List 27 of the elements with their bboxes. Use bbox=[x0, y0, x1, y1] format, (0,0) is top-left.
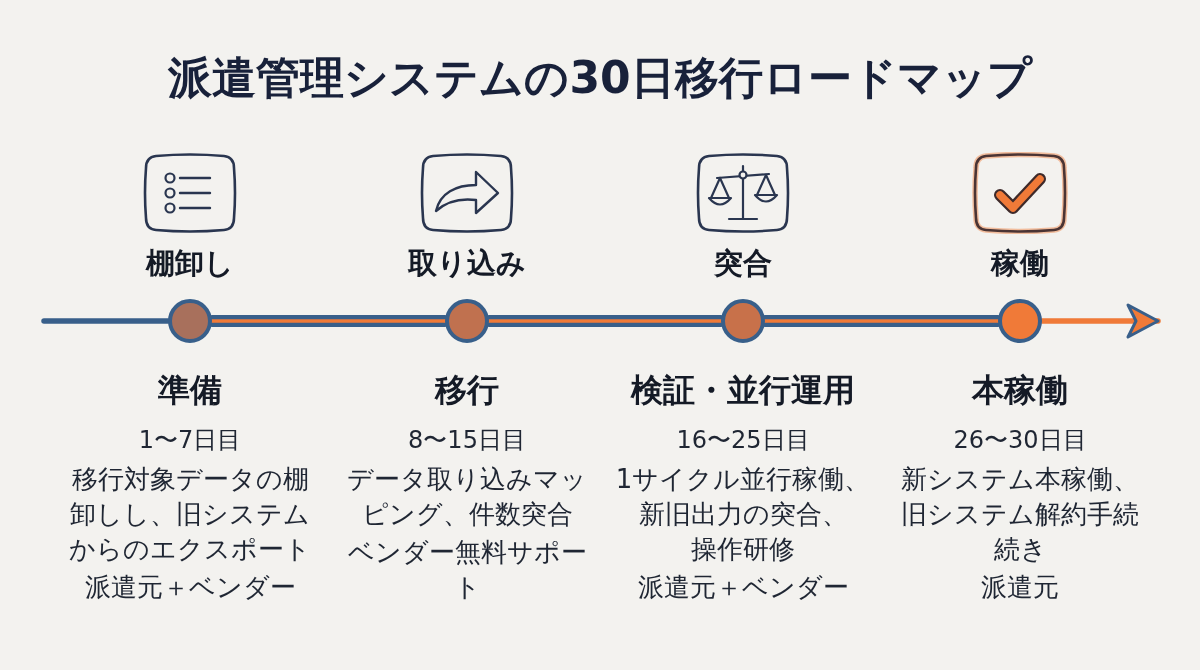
milestone-label: 稼働 bbox=[991, 245, 1049, 281]
phase-description: 移行対象データの棚卸しし、旧システムからのエクスポート bbox=[69, 463, 311, 566]
phase-description: データ取り込みマッピング、件数突合 bbox=[346, 463, 588, 531]
phase-owner: 派遣元 bbox=[981, 571, 1059, 604]
timeline-arrow bbox=[1039, 303, 1161, 339]
phase-title: 移行 bbox=[435, 370, 499, 410]
phase-days: 8〜15日目 bbox=[408, 424, 526, 456]
phase-days: 16〜25日目 bbox=[676, 424, 810, 456]
milestone-label: 棚卸し bbox=[146, 245, 234, 281]
phase-title: 検証・並行運用 bbox=[631, 370, 855, 410]
phase-title: 本稼働 bbox=[972, 370, 1068, 410]
milestone-label: 突合 bbox=[714, 245, 772, 281]
diagram-title: 派遣管理システムの30日移行ロードマップ bbox=[168, 51, 1032, 105]
phase-days: 1〜7日目 bbox=[138, 424, 242, 456]
milestone-label: 取り込み bbox=[408, 245, 526, 281]
milestone-dot bbox=[998, 299, 1042, 343]
phase-days: 26〜30日目 bbox=[953, 424, 1087, 456]
phase-owner: 派遣元＋ベンダー bbox=[84, 571, 296, 604]
phase-description: 1サイクル並行稼働、新旧出力の突合、操作研修 bbox=[615, 463, 871, 566]
milestone-dot bbox=[445, 299, 489, 343]
phase-description: 新システム本稼働、旧システム解約手続続き bbox=[900, 463, 1140, 566]
milestone-dot bbox=[721, 299, 765, 343]
phase-owner: 派遣元＋ベンダー bbox=[637, 571, 849, 604]
phase-title: 準備 bbox=[158, 370, 222, 410]
timeline-segment bbox=[41, 318, 171, 324]
milestone-dot bbox=[168, 299, 212, 343]
phase-owner: ベンダー無料サポート bbox=[346, 536, 588, 604]
